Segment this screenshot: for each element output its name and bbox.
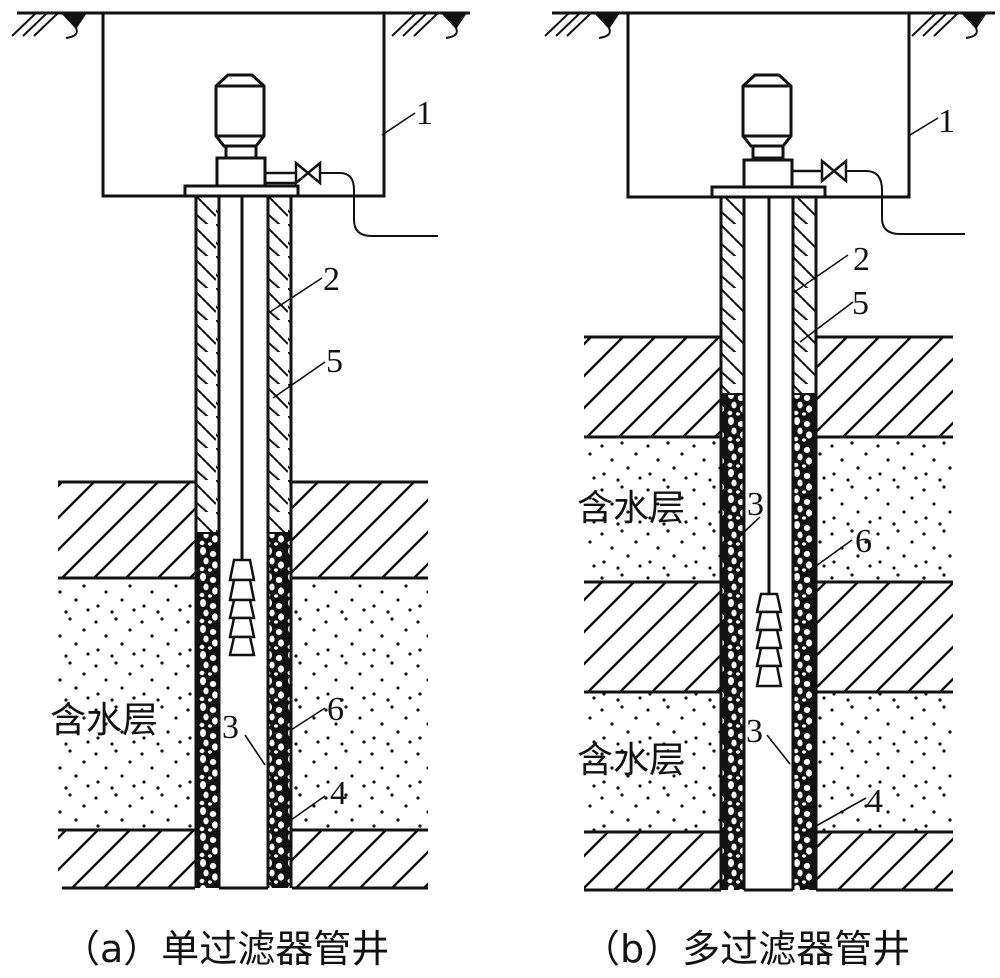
callout-4: 4 bbox=[330, 775, 347, 812]
callout-3: 3 bbox=[222, 709, 239, 746]
strata-left bbox=[58, 480, 195, 890]
callout-2: 2 bbox=[323, 261, 340, 298]
callout-2: 2 bbox=[853, 241, 870, 278]
callout-6: 6 bbox=[327, 691, 344, 728]
gravel-pack-left bbox=[196, 533, 219, 888]
caption-b: （b）多过滤器管井 bbox=[582, 927, 910, 971]
aquifer-label-lower: 含水层 bbox=[577, 740, 685, 781]
callout-1: 1 bbox=[416, 95, 433, 132]
well-annulus bbox=[719, 197, 818, 892]
gravel-pack-right bbox=[793, 394, 816, 890]
clay-seal-right bbox=[268, 196, 291, 533]
well-annulus bbox=[194, 196, 293, 890]
clay-seal-left bbox=[196, 196, 219, 533]
ground-surface bbox=[11, 11, 470, 39]
callout-5: 5 bbox=[326, 343, 343, 380]
submersible-pump-icon bbox=[755, 592, 783, 688]
valve-icon bbox=[792, 158, 965, 235]
clay-seal-left bbox=[721, 197, 744, 394]
strata-right bbox=[292, 480, 428, 890]
pump-motor-icon bbox=[710, 73, 827, 199]
gravel-pack-left bbox=[721, 394, 744, 890]
aquifer-label: 含水层 bbox=[50, 700, 158, 741]
pump-motor-icon bbox=[183, 73, 300, 198]
panel-a-single-filter-well: 1 2 5 3 6 4 含水层 bbox=[11, 11, 470, 890]
callout-6: 6 bbox=[855, 523, 872, 560]
clay-seal-right bbox=[793, 197, 816, 394]
gravel-pack-right bbox=[268, 533, 291, 888]
callout-5: 5 bbox=[852, 285, 869, 322]
callout-3-lower: 3 bbox=[746, 713, 763, 750]
callouts-b bbox=[743, 117, 939, 827]
ground-surface bbox=[544, 11, 995, 39]
panel-b-multi-filter-well: 1 2 5 3 6 3 4 含水层 含水层 bbox=[544, 11, 995, 892]
strata-right bbox=[816, 335, 953, 892]
valve-icon bbox=[265, 160, 438, 237]
strata-left bbox=[584, 335, 721, 892]
callouts-a bbox=[244, 112, 416, 821]
callout-4: 4 bbox=[866, 783, 883, 820]
submersible-pump-icon bbox=[228, 558, 256, 657]
caption-a: （a）单过滤器管井 bbox=[62, 927, 389, 971]
ground-level-icon bbox=[60, 12, 88, 30]
aquifer-label-upper: 含水层 bbox=[577, 488, 685, 529]
callout-3-upper: 3 bbox=[747, 486, 764, 523]
callout-1: 1 bbox=[938, 103, 955, 140]
